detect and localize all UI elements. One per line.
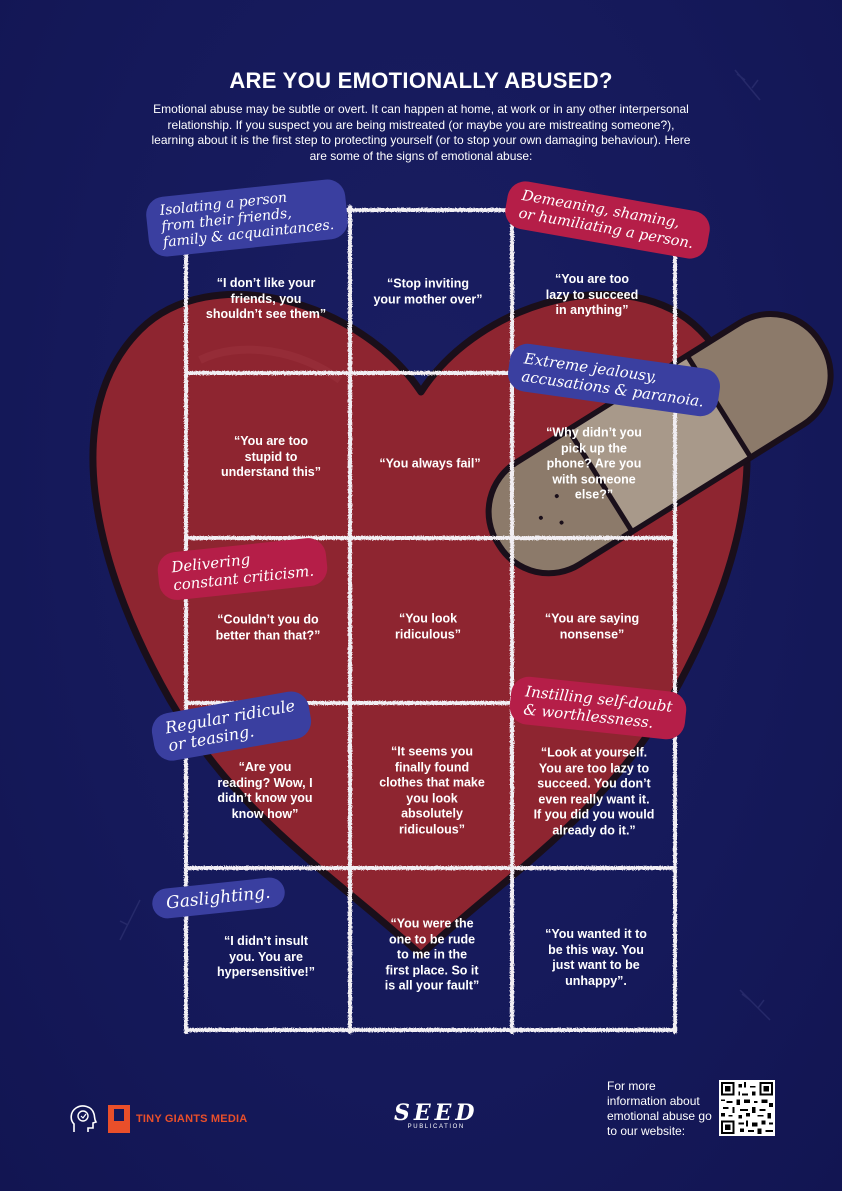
dandelion-doodles: [119, 69, 771, 1021]
brand-sub: PUBLICATION: [407, 1124, 465, 1130]
more-info-text: For more information about emotional abu…: [607, 1079, 712, 1138]
quote-cell: “Stop inviting your mother over”: [373, 276, 483, 307]
quote-cell: “You look ridiculous”: [395, 611, 461, 642]
quote-cell: “You are too stupid to understand this”: [220, 433, 322, 479]
partner-name: TINY GIANTS MEDIA: [136, 1113, 248, 1125]
qr-code-icon[interactable]: [719, 1080, 775, 1136]
page-title: ARE YOU EMOTIONALLY ABUSED?: [229, 68, 613, 93]
brand-name: SEED: [394, 1100, 479, 1126]
quote-cell: “I didn’t insult you. You are hypersensi…: [217, 933, 315, 979]
quote-cell: “I don’t like your friends, you shouldn’…: [205, 275, 327, 321]
seed-logo-icon: SEED PUBLICATION: [394, 1100, 479, 1130]
quote-cell: “Why didn’t you pick up the phone? Are y…: [546, 425, 642, 502]
intro-text: Emotional abuse may be subtle or overt. …: [151, 102, 691, 163]
tiny-giants-logo-icon: [108, 1105, 130, 1133]
quote-cell: “Are you reading? Wow, I didn’t know you…: [217, 760, 313, 821]
quote-cell: “You were the one to be rude to me in th…: [384, 916, 480, 993]
quote-cell: “It seems you finally found clothes that…: [379, 744, 485, 837]
quote-cell: “You are too lazy to succeed in anything…: [545, 271, 639, 317]
quote-cell: “Look at yourself. You are too lazy to s…: [533, 745, 655, 838]
head-heart-icon: [70, 1105, 98, 1132]
quote-cell: “You always fail”: [379, 456, 481, 471]
quote-cell: “You are saying nonsense”: [544, 611, 640, 642]
quote-cell: “Couldn’t you do better than that?”: [215, 612, 321, 643]
quote-cell: “You wanted it to be this way. You just …: [545, 927, 647, 988]
